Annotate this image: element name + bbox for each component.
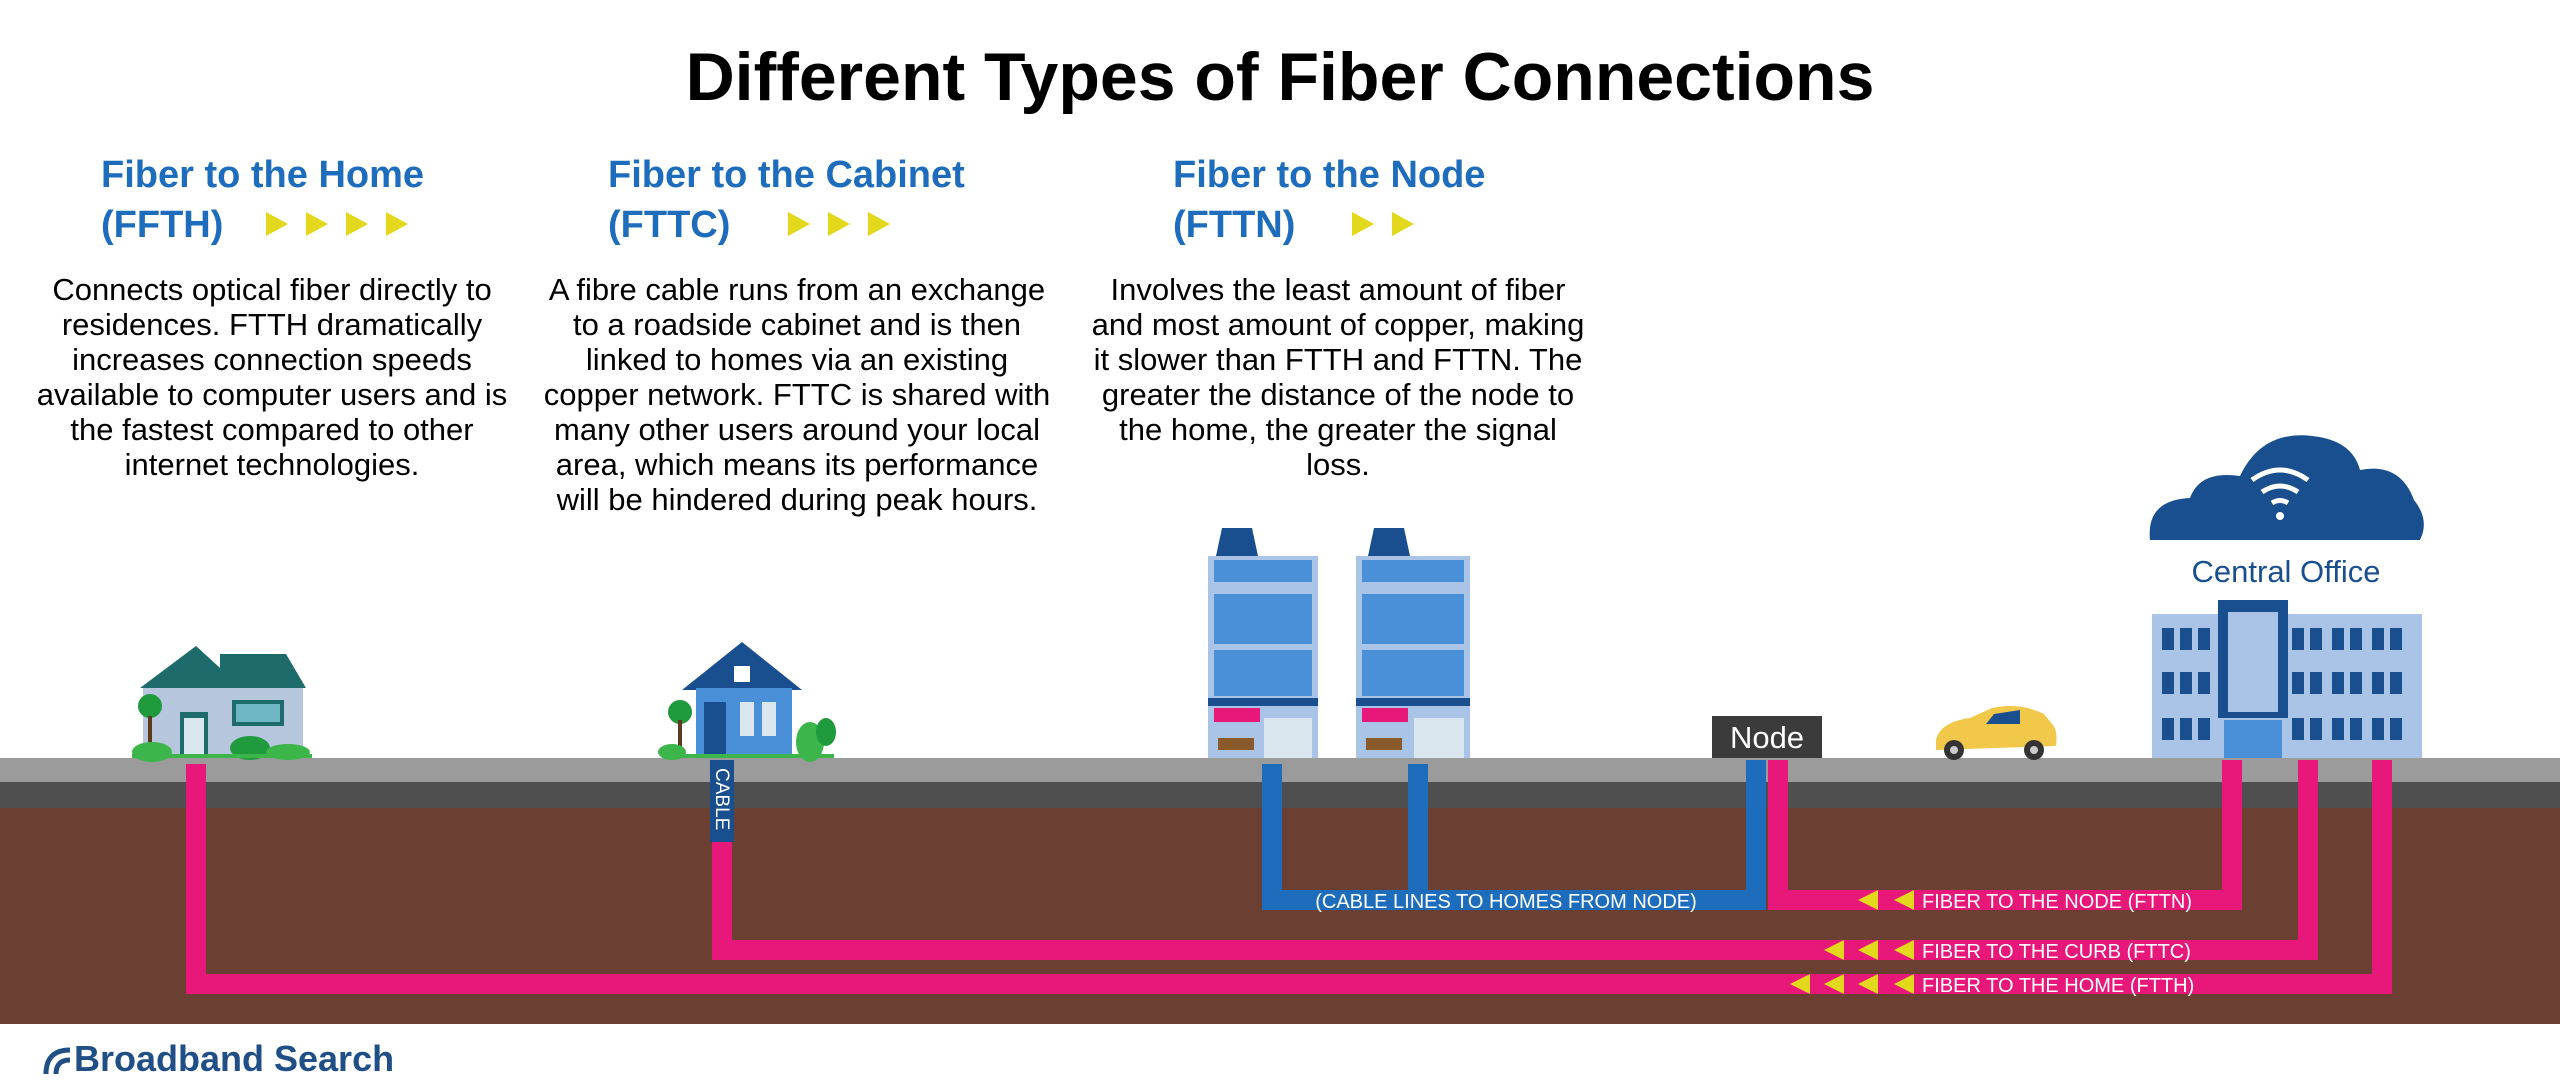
fttn-line-label: FIBER TO THE NODE (FTTN): [1922, 891, 2192, 913]
ffth-fiber-line: [186, 760, 2392, 994]
house-icon: [132, 646, 312, 762]
fttc-heading: Fiber to the Cabinet (FTTC): [608, 150, 965, 250]
ffth-heading: Fiber to the Home (FFTH): [101, 150, 424, 250]
node-copper-line: [1262, 760, 1766, 910]
car-icon: [1936, 706, 2057, 760]
fttc-line-arrows: [1824, 940, 1914, 960]
broadband-logo-icon: [43, 1047, 71, 1075]
fttn-line-arrows: [1858, 890, 1914, 910]
fttn-heading: Fiber to the Node (FTTN): [1173, 150, 1485, 250]
ffth-abbr: (FFTH): [101, 204, 224, 246]
fttc-description: A fibre cable runs from an exchange to a…: [543, 272, 1051, 517]
fttn-title: Fiber to the Node: [1173, 154, 1486, 196]
cabinet-house-icon: [658, 642, 836, 762]
fttc-title: Fiber to the Cabinet: [608, 154, 965, 196]
cloud-wifi-icon: [2149, 435, 2424, 540]
node-box-icon: Node: [1712, 716, 1822, 758]
building-icon: [1356, 528, 1470, 758]
fttc-abbr: (FTTC): [608, 204, 731, 246]
node-label: Node: [1730, 720, 1804, 755]
cable-lines-label: (CABLE LINES TO HOMES FROM NODE): [1315, 891, 1697, 913]
cable-label: CABLE: [711, 768, 732, 830]
fttc-line-label: FIBER TO THE CURB (FTTC): [1922, 941, 2191, 963]
ffth-description: Connects optical fiber directly to resid…: [36, 272, 508, 482]
ffth-title: Fiber to the Home: [101, 154, 425, 196]
ffth-speed-arrows: [266, 212, 408, 236]
fttc-speed-arrows: [788, 212, 890, 236]
ffth-line-arrows: [1790, 974, 1914, 994]
fttn-description: Involves the least amount of fiber and m…: [1091, 272, 1585, 482]
ffth-line-label: FIBER TO THE HOME (FTTH): [1922, 975, 2194, 997]
fttc-fiber-line: [712, 760, 2318, 960]
cabinet-cable: [710, 760, 734, 842]
fttn-speed-arrows: [1352, 212, 1414, 236]
brand-name: Broadband Search: [74, 1038, 395, 1079]
page-title: Different Types of Fiber Connections: [685, 39, 1875, 115]
fttn-fiber-line: [1768, 760, 2242, 910]
fttn-abbr: (FTTN): [1173, 204, 1296, 246]
central-office-building-icon: [2152, 600, 2422, 758]
building-icon: [1208, 528, 1318, 758]
central-office-label: Central Office: [2192, 554, 2381, 589]
